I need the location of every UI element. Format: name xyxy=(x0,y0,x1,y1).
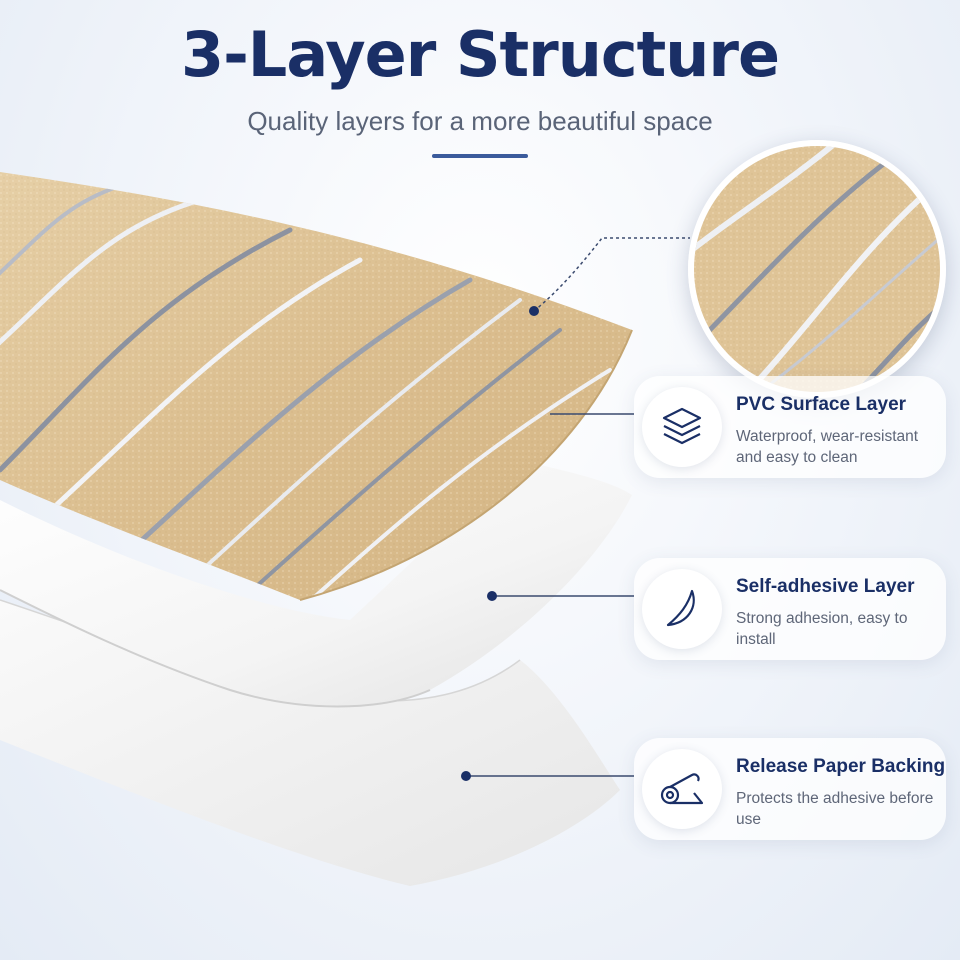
pvc-surface-layer xyxy=(0,172,633,601)
title-divider xyxy=(432,154,528,158)
adhesive-layer xyxy=(0,460,632,708)
layer-card-pvc: PVC Surface Layer Waterproof, wear-resis… xyxy=(634,376,946,478)
layer-card-adhesive: Self-adhesive Layer Strong adhesion, eas… xyxy=(634,558,946,660)
connector-paper xyxy=(461,771,634,781)
layer-title: Release Paper Backing xyxy=(736,756,946,777)
layers-stack-icon xyxy=(642,387,722,467)
paper-roll-icon xyxy=(642,749,722,829)
layer-title: Self-adhesive Layer xyxy=(736,576,915,597)
texture-zoom-circle xyxy=(688,140,946,398)
adhesive-curve-icon xyxy=(642,569,722,649)
page-title: 3-Layer Structure xyxy=(180,18,780,91)
layer-description: Strong adhesion, easy to install xyxy=(736,610,908,648)
layer-description: Waterproof, wear-resistant and easy to c… xyxy=(736,428,919,466)
connector-zoom xyxy=(529,237,690,316)
connector-adhesive xyxy=(487,591,634,601)
layer-card-paper: Release Paper Backing Protects the adhes… xyxy=(634,738,946,840)
page-subtitle: Quality layers for a more beautiful spac… xyxy=(247,106,713,136)
layer-description: Protects the adhesive before use xyxy=(736,790,934,828)
layer-title: PVC Surface Layer xyxy=(736,394,907,415)
